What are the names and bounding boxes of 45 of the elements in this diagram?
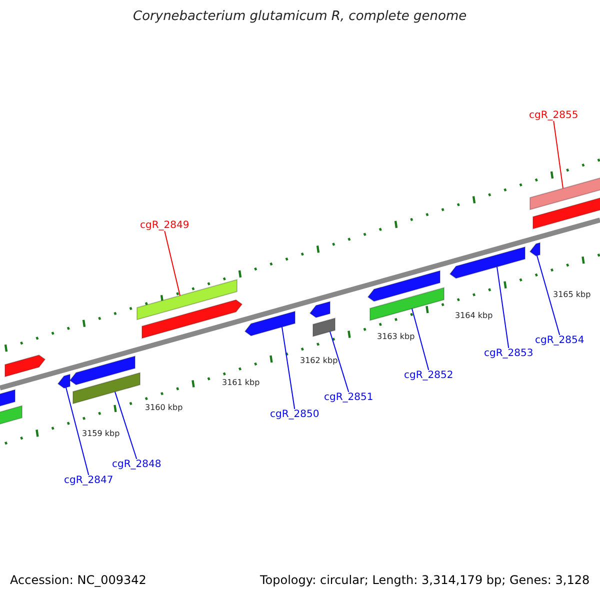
gene-bar [69,356,136,386]
leader-line [496,266,510,348]
scale-label: 3162 kbp [300,357,338,366]
title: Corynebacterium glutamicum R, complete genome [133,10,467,24]
gene-label: cgR_2855 [529,110,578,121]
gene-label: cgR_2854 [535,335,584,346]
gene-label: cgR_2853 [484,348,534,359]
gene-label: cgR_2849 [140,220,190,231]
gene-label: cgR_2851 [324,392,374,403]
leader-line [66,387,90,476]
gene-label: cgR_2848 [112,459,162,470]
scale-label: 3160 kbp [145,404,183,413]
gene-bar [529,242,540,256]
scale-label: 3165 kbp [553,291,591,300]
leader-line [553,120,564,189]
genome-summary: Topology: circular; Length: 3,314,179 bp; Genes: 3,128 [260,574,590,588]
gene-bar [530,174,600,210]
gene-bar [142,299,243,339]
scale-label: 3161 kbp [222,379,260,388]
gene-bar [72,372,140,404]
gene-bar [449,246,526,279]
leader-line [282,326,296,410]
accession-text: Accession: NC_009342 [10,574,146,588]
leader-line [164,230,180,296]
gene-bar [244,310,296,336]
gene-bar [136,278,238,320]
gene-label: cgR_2852 [404,370,454,381]
leader-line [114,391,138,460]
gene-bar [312,318,336,338]
gene-bar [0,389,16,410]
gene-bar [370,287,444,322]
scale-label: 3163 kbp [377,333,415,342]
gene-bar [0,405,22,428]
scale-label: 3164 kbp [455,312,493,321]
gene-label: cgR_2850 [270,409,320,420]
gene-bar [532,194,600,230]
gene-bar [367,270,440,302]
gene-bar [4,354,46,378]
leader-line [330,331,350,392]
gene-bar [57,374,70,389]
leader-line [412,308,430,370]
scale-label: 3159 kbp [82,430,120,439]
leader-line [536,255,560,336]
gene-label: cgR_2847 [64,475,114,486]
gene-bar [309,300,330,318]
